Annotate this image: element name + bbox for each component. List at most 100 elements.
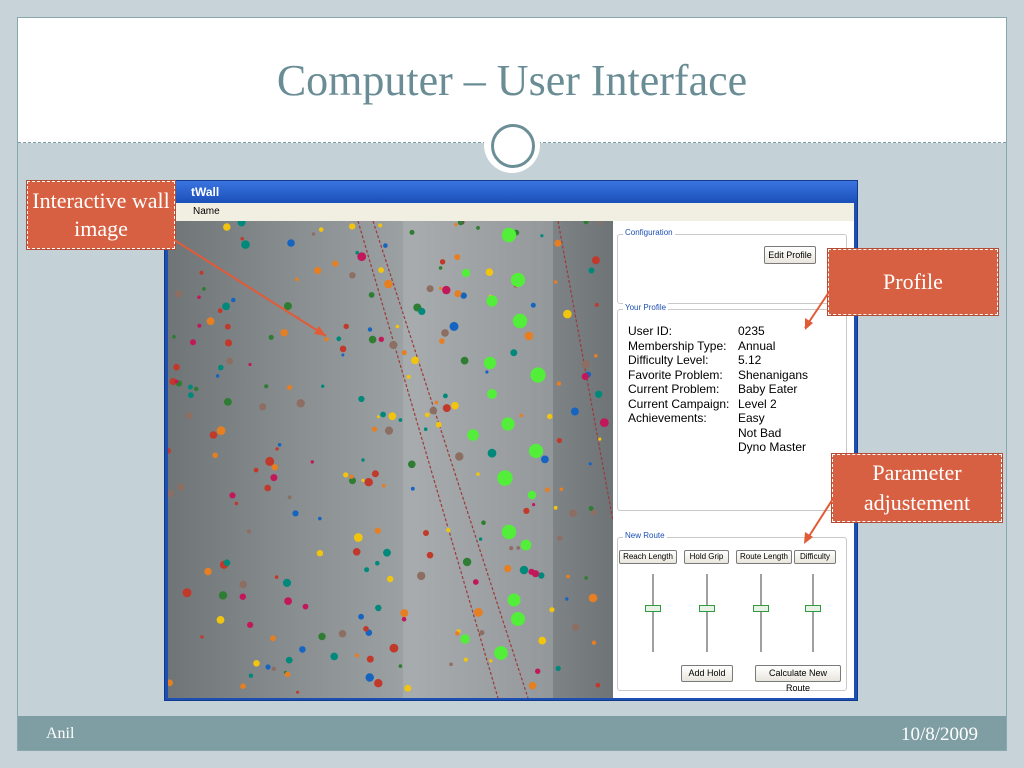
wall-hold	[446, 528, 451, 533]
wall-hold	[366, 655, 374, 663]
wall-hold	[324, 337, 329, 342]
wall-hold	[253, 467, 259, 473]
wall-hold	[231, 297, 236, 303]
wall-hold	[218, 364, 224, 371]
highlighted-hold[interactable]	[507, 593, 521, 607]
wall-hold	[182, 588, 192, 598]
wall-hold	[378, 223, 383, 228]
menu-item-name[interactable]: Name	[193, 206, 220, 217]
highlighted-hold[interactable]	[510, 272, 526, 288]
wall-hold	[451, 401, 459, 410]
wall-hold	[538, 572, 545, 579]
highlighted-hold[interactable]	[501, 524, 517, 540]
wall-hold	[365, 673, 374, 682]
reach-length-slider[interactable]	[643, 574, 663, 652]
highlighted-hold[interactable]	[501, 227, 517, 243]
wall-hold	[200, 635, 204, 639]
wall-hold	[441, 329, 449, 337]
wall-hold	[384, 426, 394, 435]
callout-wall: Interactive wall image	[26, 180, 176, 250]
reach-length-button[interactable]: Reach Length	[619, 550, 677, 564]
wall-hold	[595, 390, 603, 398]
slider-thumb[interactable]	[805, 605, 821, 612]
wall-hold	[400, 609, 409, 618]
wall-hold	[216, 426, 226, 436]
wall-hold	[275, 447, 279, 451]
wall-hold	[555, 665, 561, 671]
wall-hold	[223, 223, 231, 231]
new-route-legend: New Route	[623, 531, 667, 540]
wall-hold	[382, 483, 386, 488]
wall-hold	[383, 243, 388, 248]
highlighted-hold[interactable]	[483, 356, 497, 370]
edit-profile-button[interactable]: Edit Profile	[764, 246, 816, 264]
slider-thumb[interactable]	[753, 605, 769, 612]
wall-hold	[187, 392, 194, 399]
wall-hold	[226, 357, 234, 365]
hold-grip-slider[interactable]	[697, 574, 717, 652]
add-hold-button[interactable]: Add Hold	[681, 665, 733, 682]
slide: Computer – User Interface tWall Name Con…	[17, 17, 1007, 751]
slider-thumb[interactable]	[645, 605, 661, 612]
wall-hold	[349, 223, 356, 230]
wall-hold	[318, 227, 324, 232]
wall-hold	[572, 623, 580, 631]
wall-hold	[472, 579, 479, 585]
highlighted-hold[interactable]	[511, 612, 525, 626]
wall-hold	[353, 533, 363, 542]
wall-hold	[259, 403, 267, 411]
highlighted-hold[interactable]	[520, 539, 532, 551]
app-menubar: Name	[168, 203, 854, 221]
wall-hold	[292, 510, 299, 517]
highlighted-hold[interactable]	[460, 634, 470, 644]
calculate-new-route-button[interactable]: Calculate New Route	[755, 665, 841, 693]
wall-hold	[401, 350, 407, 356]
interactive-wall-image[interactable]	[168, 221, 613, 698]
highlighted-hold[interactable]	[497, 470, 513, 486]
highlighted-hold[interactable]	[512, 313, 528, 329]
route-length-button[interactable]: Route Length	[736, 550, 792, 564]
highlighted-hold[interactable]	[487, 389, 497, 399]
wall-hold	[169, 378, 177, 386]
slide-title: Computer – User Interface	[276, 56, 748, 105]
wall-hold	[530, 302, 536, 308]
highlighted-hold[interactable]	[494, 646, 508, 660]
wall-hold	[476, 226, 480, 230]
wall-hold	[265, 664, 271, 670]
wall-hold	[581, 372, 589, 381]
wall-hold	[364, 478, 373, 487]
wall-hold	[277, 443, 282, 447]
highlighted-hold[interactable]	[527, 490, 537, 500]
wall-hold	[588, 462, 592, 466]
highlighted-hold[interactable]	[461, 268, 471, 278]
wall-hold	[411, 356, 419, 365]
difficulty-button[interactable]: Difficulty	[794, 550, 836, 564]
wall-hold	[341, 353, 345, 357]
highlighted-hold[interactable]	[528, 443, 544, 459]
route-length-slider[interactable]	[751, 574, 771, 652]
wall-hold	[510, 349, 518, 357]
wall-hold	[597, 221, 601, 226]
wall-hold	[299, 646, 306, 653]
wall-hold	[343, 323, 349, 330]
wall-hold	[287, 495, 292, 500]
wall-hold	[478, 537, 483, 541]
difficulty-slider[interactable]	[803, 574, 823, 652]
wall-hold	[553, 280, 558, 284]
wall-hold	[387, 575, 394, 583]
highlighted-hold[interactable]	[530, 367, 546, 383]
wall-hold	[339, 345, 347, 353]
slider-thumb[interactable]	[699, 605, 715, 612]
wall-hold	[215, 374, 220, 378]
wall-hold	[429, 406, 438, 415]
highlighted-hold[interactable]	[467, 429, 479, 441]
highlighted-hold[interactable]	[501, 417, 515, 431]
wall-hold	[591, 509, 597, 516]
wall-hold	[449, 321, 459, 331]
highlighted-hold[interactable]	[486, 295, 498, 307]
wall-hold	[409, 229, 415, 235]
hold-grip-button[interactable]: Hold Grip	[684, 550, 729, 564]
slider-track	[812, 574, 814, 652]
wall-hold	[374, 527, 381, 534]
slider-track	[760, 574, 762, 652]
